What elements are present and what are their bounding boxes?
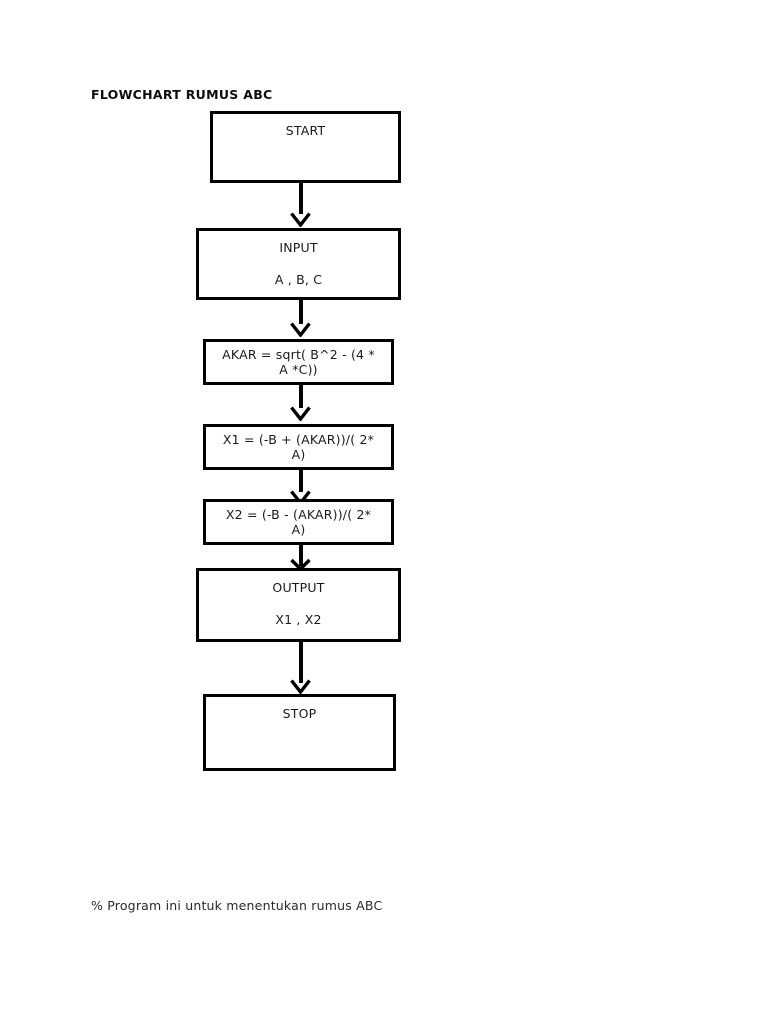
connector-input-to-akar: [299, 300, 303, 324]
flow-node-stop-label: STOP: [282, 706, 317, 721]
flow-node-input-variables: A , B, C: [274, 272, 323, 287]
connector-x1-to-x2: [299, 470, 303, 492]
arrowhead-input-to-akar: [290, 322, 311, 337]
connector-x2-to-output: [299, 545, 303, 566]
flow-node-akar[interactable]: AKAR = sqrt( B^2 - (4 * A *C)): [203, 339, 394, 385]
flow-node-output-label: OUTPUT: [272, 580, 325, 595]
connector-akar-to-x1: [299, 385, 303, 408]
flow-node-akar-formula-line2: A *C)): [279, 362, 318, 377]
flow-node-stop[interactable]: STOP: [203, 694, 396, 771]
flow-node-x2[interactable]: X2 = (-B - (AKAR))/( 2* A): [203, 499, 394, 545]
flow-node-start-label: START: [285, 123, 326, 138]
page-title: FLOWCHART RUMUS ABC: [91, 87, 273, 102]
flow-node-x1-formula-line2: A): [291, 447, 306, 462]
connector-start-to-input: [299, 183, 303, 214]
flow-node-input-label: INPUT: [279, 240, 318, 255]
flow-node-input[interactable]: INPUT A , B, C: [196, 228, 401, 300]
flow-node-x1[interactable]: X1 = (-B + (AKAR))/( 2* A): [203, 424, 394, 470]
flow-node-x2-formula-line1: X2 = (-B - (AKAR))/( 2*: [225, 506, 372, 522]
footer-comment: % Program ini untuk menentukan rumus ABC: [91, 898, 383, 913]
flow-node-output[interactable]: OUTPUT X1 , X2: [196, 568, 401, 642]
arrowhead-akar-to-x1: [290, 406, 311, 421]
flow-node-akar-formula-line1: AKAR = sqrt( B^2 - (4 *: [222, 346, 375, 362]
arrowhead-output-to-stop: [290, 679, 311, 694]
arrowhead-start-to-input: [290, 212, 311, 227]
flow-node-output-variables: X1 , X2: [275, 612, 322, 627]
connector-output-to-stop: [299, 642, 303, 683]
flow-node-x2-formula-line2: A): [291, 522, 306, 537]
flow-node-x1-formula-line1: X1 = (-B + (AKAR))/( 2*: [222, 431, 375, 447]
flow-node-start[interactable]: START: [210, 111, 401, 183]
